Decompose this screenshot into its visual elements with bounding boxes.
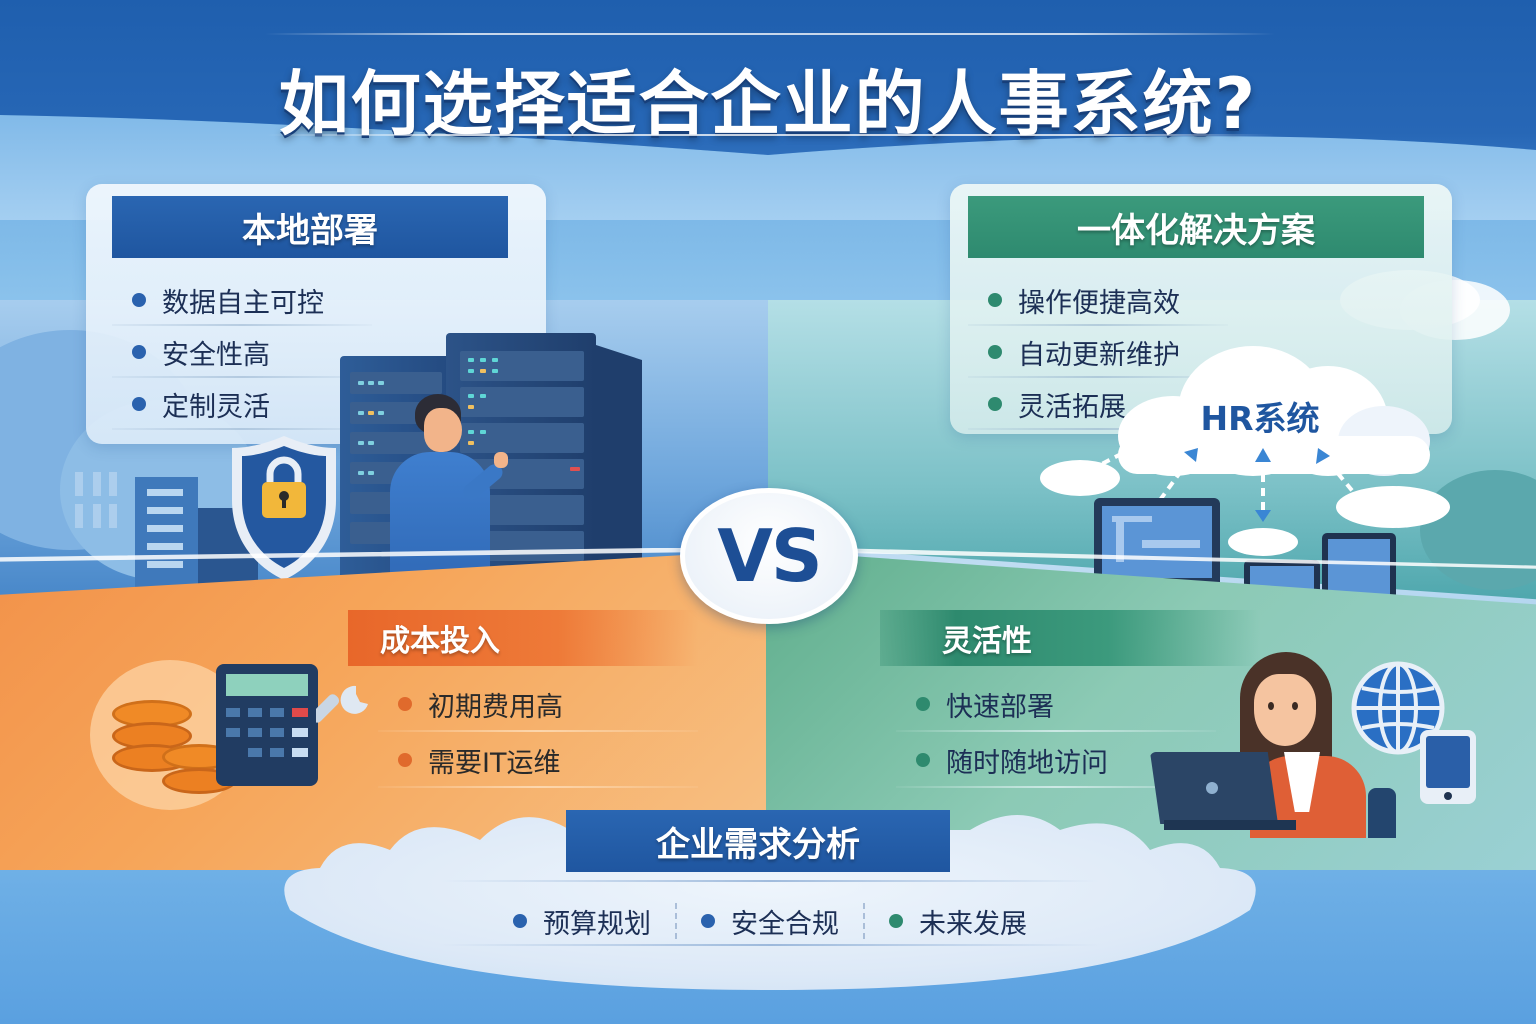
building-windows xyxy=(75,472,135,532)
page-title: 如何选择适合企业的人事系统? xyxy=(278,63,1258,145)
needs-rule-top xyxy=(440,880,1100,882)
needs-analysis-items: 预算规划 安全合规 未来发展 xyxy=(440,895,1100,947)
building-icon xyxy=(135,477,198,602)
list-item-label: 灵活拓展 xyxy=(1018,391,1126,423)
bullet-dot-icon xyxy=(988,293,1002,307)
bullet-dot-icon xyxy=(132,345,146,359)
needs-analysis-title: 企业需求分析 xyxy=(566,810,950,872)
wrench-icon xyxy=(310,682,372,742)
flexibility-list: 快速部署 随时随地访问 xyxy=(896,676,1216,788)
shield-lock-icon xyxy=(228,432,340,584)
server-rack-side xyxy=(596,345,642,595)
separator xyxy=(863,903,865,939)
globe-icon xyxy=(1350,660,1446,756)
technician-illustration xyxy=(390,394,510,594)
separator xyxy=(675,903,677,939)
list-item: 数据自主可控 xyxy=(112,274,372,326)
title-rule-top xyxy=(265,33,1275,35)
bullet-dot-icon xyxy=(513,914,527,928)
vs-badge: VS xyxy=(680,488,858,624)
small-cloud-icon xyxy=(1228,528,1298,556)
bg-hill xyxy=(1420,470,1536,590)
flexibility-title: 灵活性 xyxy=(880,610,1260,666)
list-item: 灵活拓展 xyxy=(968,378,1228,430)
laptop-icon xyxy=(1150,752,1278,824)
need-item: 预算规划 xyxy=(489,902,675,941)
local-deployment-list: 数据自主可控 安全性高 定制灵活 xyxy=(112,274,372,430)
bullet-dot-icon xyxy=(398,697,412,711)
integrated-solution-title: 一体化解决方案 xyxy=(968,196,1424,258)
local-deployment-title: 本地部署 xyxy=(112,196,508,258)
integrated-solution-list: 操作便捷高效 自动更新维护 灵活拓展 xyxy=(968,274,1228,430)
need-item-label: 未来发展 xyxy=(919,908,1027,940)
bullet-dot-icon xyxy=(132,293,146,307)
list-item: 初期费用高 xyxy=(378,676,698,732)
needs-rule-bottom xyxy=(440,944,1100,946)
list-item: 操作便捷高效 xyxy=(968,274,1228,326)
list-item: 安全性高 xyxy=(112,326,372,378)
calculator-icon xyxy=(216,664,318,786)
bullet-dot-icon xyxy=(916,753,930,767)
need-item-label: 安全合规 xyxy=(731,908,839,940)
laptop-icon xyxy=(1094,498,1220,588)
bullet-dot-icon xyxy=(916,697,930,711)
list-item: 快速部署 xyxy=(896,676,1216,732)
list-item-label: 安全性高 xyxy=(162,339,270,371)
list-item: 自动更新维护 xyxy=(968,326,1228,378)
need-item-label: 预算规划 xyxy=(543,908,651,940)
list-item: 定制灵活 xyxy=(112,378,372,430)
need-item: 未来发展 xyxy=(865,902,1051,941)
title-rule-bottom xyxy=(265,134,1275,136)
list-item-label: 快速部署 xyxy=(946,691,1054,723)
phone-icon xyxy=(1420,730,1476,804)
list-item-label: 数据自主可控 xyxy=(162,287,324,319)
small-cloud-icon xyxy=(1336,486,1450,528)
list-item-label: 初期费用高 xyxy=(428,691,563,723)
bullet-dot-icon xyxy=(988,397,1002,411)
need-item: 安全合规 xyxy=(677,902,863,941)
hr-cloud-icon xyxy=(1118,336,1430,476)
bullet-dot-icon xyxy=(988,345,1002,359)
bullet-dot-icon xyxy=(701,914,715,928)
list-item-label: 随时随地访问 xyxy=(946,747,1108,779)
small-cloud-icon xyxy=(1040,460,1120,496)
cost-list: 初期费用高 需要IT运维 xyxy=(378,676,698,788)
bullet-dot-icon xyxy=(132,397,146,411)
list-item-label: 定制灵活 xyxy=(162,391,270,423)
cost-title: 成本投入 xyxy=(348,610,698,666)
hr-system-label: HR系统 xyxy=(1200,399,1320,438)
list-item-label: 需要IT运维 xyxy=(428,747,561,779)
laptop-base xyxy=(1164,820,1296,830)
list-item: 需要IT运维 xyxy=(378,732,698,788)
list-item-label: 操作便捷高效 xyxy=(1018,287,1180,319)
list-item-label: 自动更新维护 xyxy=(1018,339,1180,371)
list-item: 随时随地访问 xyxy=(896,732,1216,788)
bullet-dot-icon xyxy=(889,914,903,928)
bullet-dot-icon xyxy=(398,753,412,767)
